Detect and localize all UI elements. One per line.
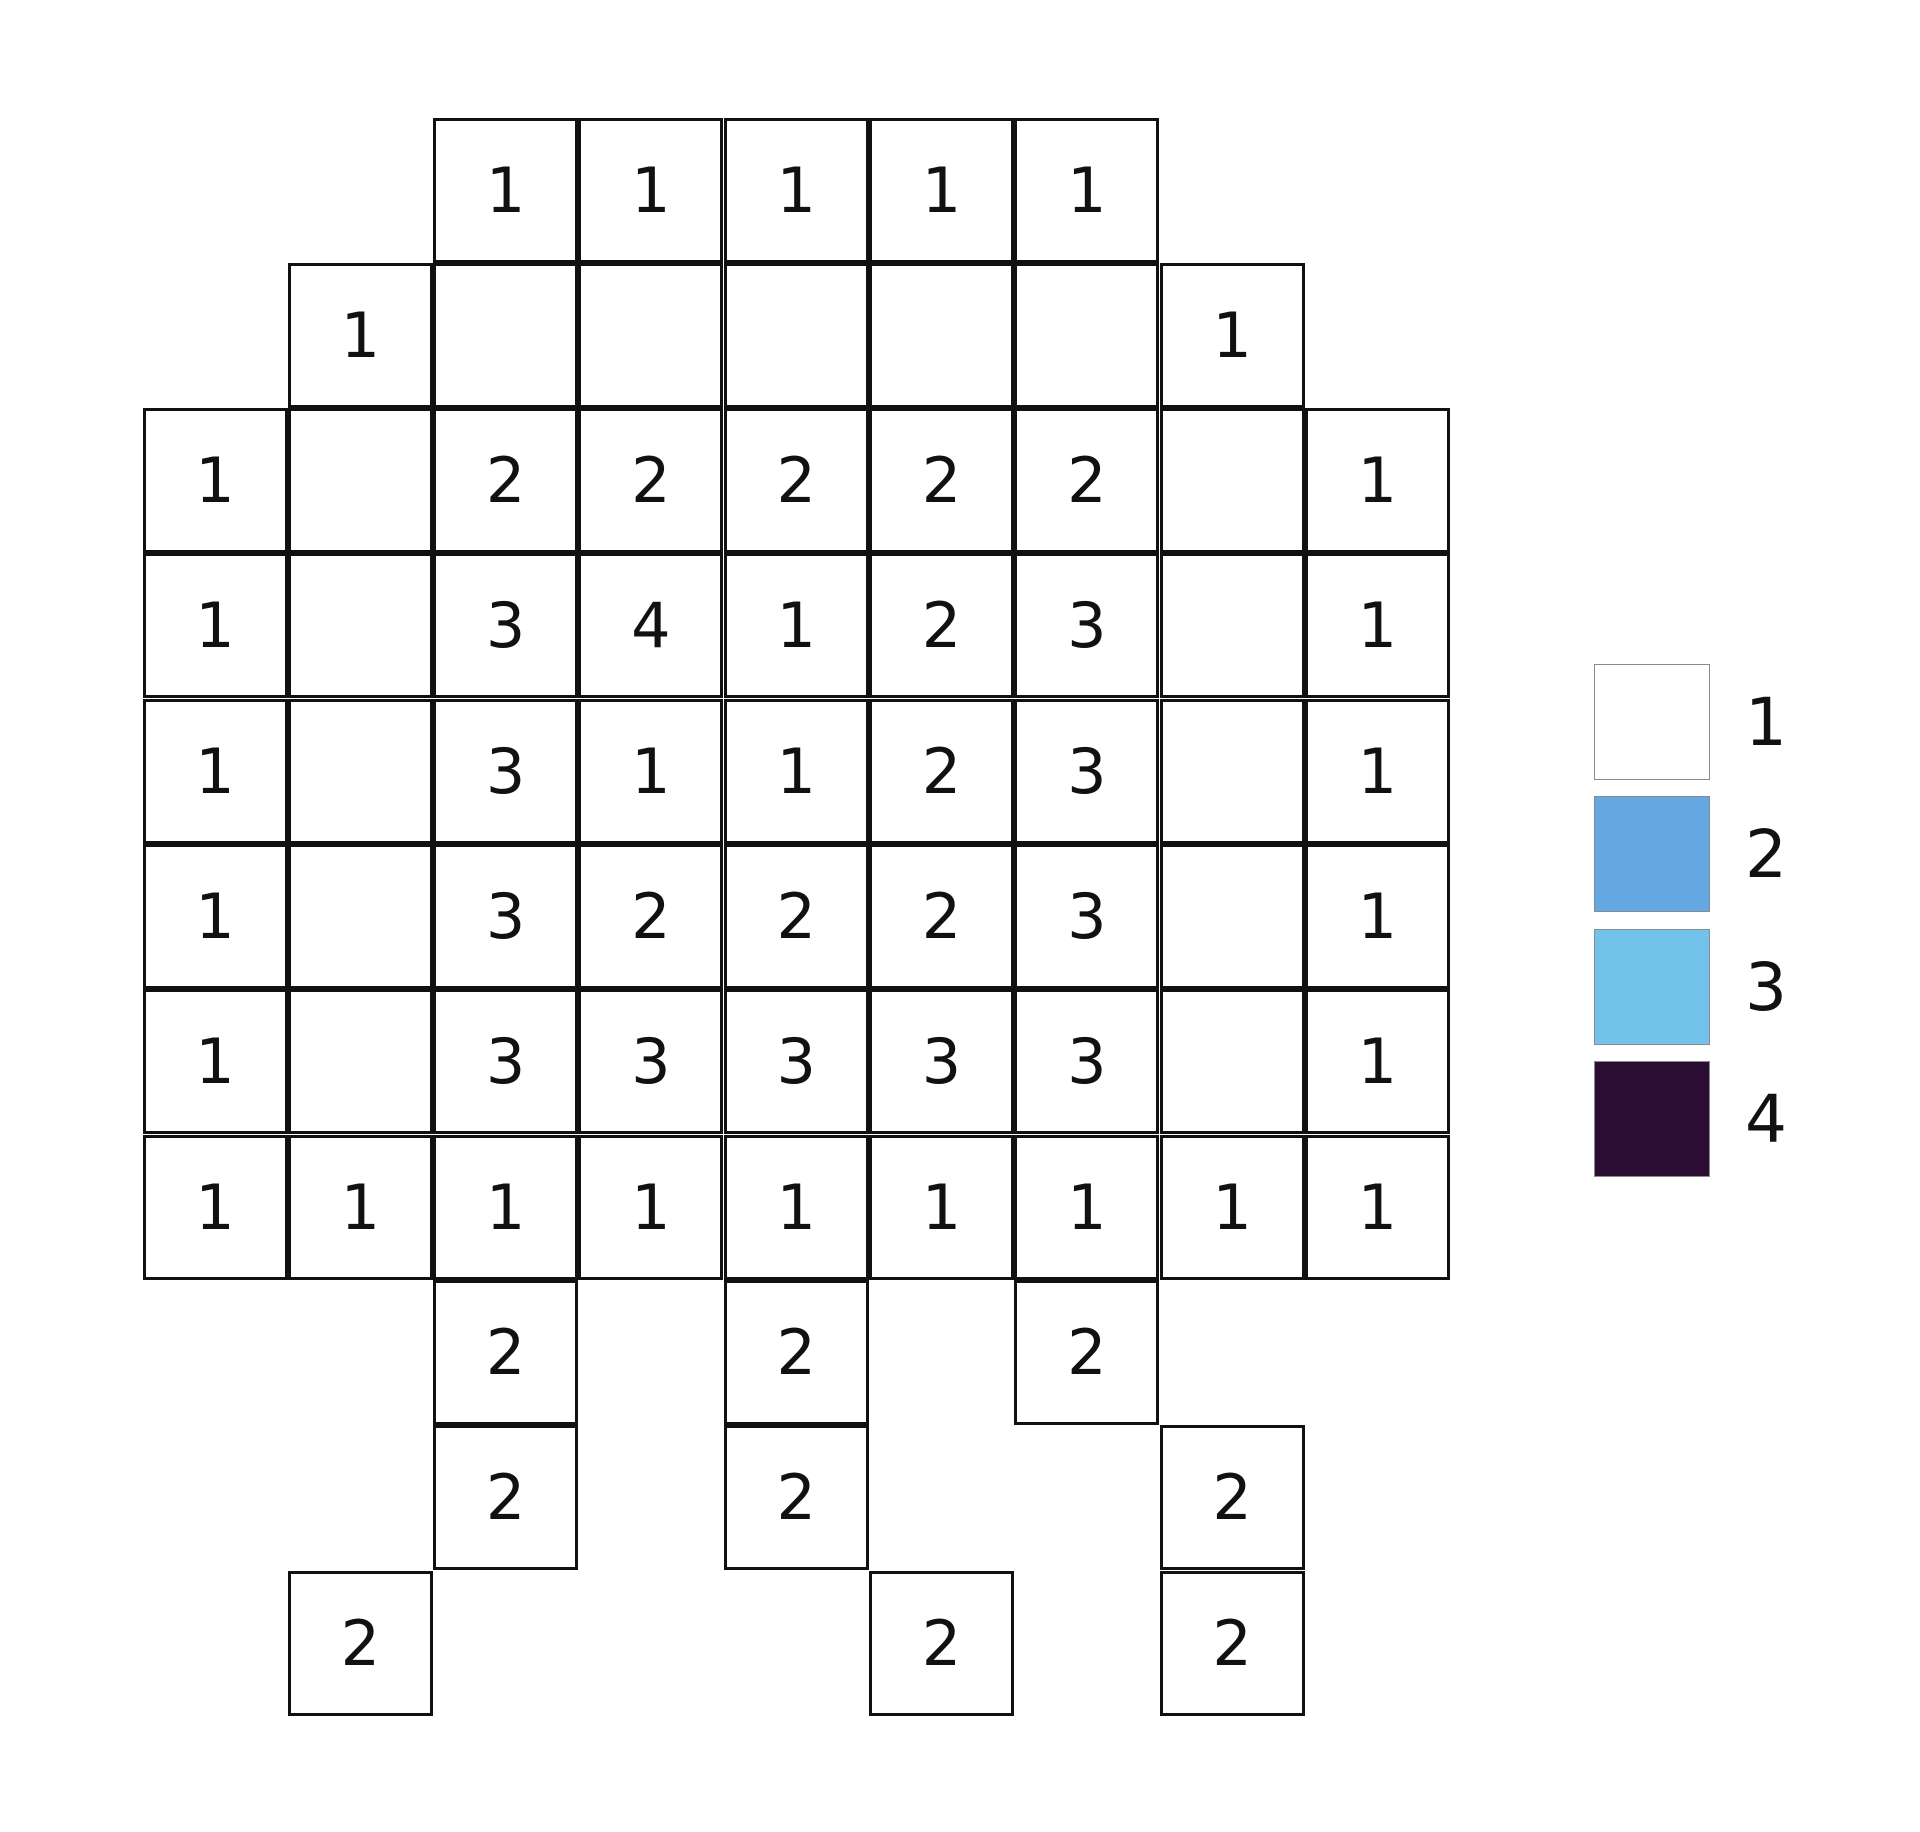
grid-cell[interactable]: 2 — [723, 1425, 869, 1571]
grid-cell[interactable]: 3 — [433, 698, 579, 844]
legend-swatch-4[interactable] — [1594, 1061, 1710, 1177]
grid-cell[interactable] — [1014, 262, 1160, 408]
grid-cell[interactable] — [723, 262, 869, 408]
grid-cell[interactable]: 2 — [869, 844, 1014, 989]
grid-cell[interactable]: 1 — [1304, 553, 1450, 699]
grid-cell[interactable]: 1 — [1159, 262, 1305, 408]
grid-cell[interactable]: 1 — [1304, 698, 1450, 844]
grid-cell[interactable]: 3 — [578, 989, 724, 1135]
grid-cell[interactable]: 2 — [723, 1279, 869, 1425]
grid-cell[interactable]: 4 — [578, 553, 724, 699]
grid-cell[interactable]: 2 — [869, 698, 1014, 844]
grid-cell[interactable]: 1 — [142, 989, 288, 1135]
grid-cell[interactable]: 2 — [869, 553, 1014, 699]
grid-cell[interactable] — [1159, 989, 1305, 1135]
grid-cell[interactable]: 1 — [723, 117, 869, 263]
grid-cell[interactable] — [1159, 408, 1305, 554]
grid-cell[interactable] — [287, 553, 433, 699]
grid-cell[interactable]: 3 — [1014, 698, 1160, 844]
grid-cell[interactable] — [287, 698, 433, 844]
grid-cell[interactable] — [433, 262, 579, 408]
grid-cell[interactable]: 3 — [1014, 844, 1160, 989]
grid-cell[interactable]: 1 — [1304, 989, 1450, 1135]
grid-cell[interactable] — [287, 989, 433, 1135]
grid-cell[interactable]: 1 — [287, 262, 433, 408]
grid-cell[interactable]: 1 — [723, 1134, 869, 1280]
grid-cell[interactable]: 3 — [723, 989, 869, 1135]
grid-cell[interactable]: 1 — [142, 553, 288, 699]
grid-cell[interactable]: 2 — [578, 408, 724, 554]
grid-cell[interactable]: 2 — [723, 844, 869, 989]
grid-cell[interactable]: 1 — [142, 408, 288, 554]
grid-cell[interactable]: 2 — [287, 1570, 433, 1716]
legend-swatch-1[interactable] — [1594, 664, 1710, 780]
grid-cell[interactable]: 1 — [578, 698, 724, 844]
grid-cell[interactable]: 3 — [433, 553, 579, 699]
grid-cell[interactable]: 1 — [1014, 117, 1160, 263]
grid-cell[interactable]: 2 — [433, 1425, 579, 1571]
grid-cell[interactable]: 2 — [1159, 1570, 1305, 1716]
grid-cell[interactable]: 1 — [1304, 844, 1450, 989]
grid-cell[interactable]: 2 — [869, 408, 1014, 554]
grid-cell[interactable]: 2 — [578, 844, 724, 989]
grid-cell[interactable]: 3 — [1014, 553, 1160, 699]
grid-cell[interactable] — [1159, 698, 1305, 844]
grid-cell[interactable]: 1 — [869, 1134, 1014, 1280]
grid-cell[interactable]: 1 — [287, 1134, 433, 1280]
grid-cell[interactable]: 2 — [723, 408, 869, 554]
grid-cell[interactable] — [1159, 553, 1305, 699]
grid-cell[interactable]: 3 — [433, 844, 579, 989]
grid-cell[interactable] — [287, 408, 433, 554]
grid-cell[interactable]: 1 — [433, 1134, 579, 1280]
legend-swatch-3[interactable] — [1594, 929, 1710, 1045]
legend-label-2: 2 — [1745, 815, 1787, 893]
grid-cell[interactable]: 2 — [433, 408, 579, 554]
grid-cell[interactable]: 1 — [1304, 408, 1450, 554]
grid-cell[interactable] — [1159, 844, 1305, 989]
grid-cell[interactable]: 1 — [869, 117, 1014, 263]
grid-cell[interactable]: 1 — [578, 1134, 724, 1280]
grid-cell[interactable] — [869, 262, 1014, 408]
grid-cell[interactable]: 3 — [433, 989, 579, 1135]
grid-cell[interactable]: 3 — [869, 989, 1014, 1135]
grid-cell[interactable]: 1 — [433, 117, 579, 263]
grid-cell[interactable]: 1 — [723, 698, 869, 844]
legend-swatch-2[interactable] — [1594, 796, 1710, 912]
grid-cell[interactable]: 1 — [142, 698, 288, 844]
grid-cell[interactable]: 1 — [142, 844, 288, 989]
grid-cell[interactable]: 1 — [723, 553, 869, 699]
legend-label-4: 4 — [1745, 1080, 1787, 1158]
grid-cell[interactable]: 2 — [869, 1570, 1014, 1716]
grid-cell[interactable]: 2 — [1014, 408, 1160, 554]
legend-label-1: 1 — [1745, 683, 1787, 761]
grid-cell[interactable]: 1 — [142, 1134, 288, 1280]
grid-cell[interactable]: 1 — [578, 117, 724, 263]
grid-cell[interactable] — [287, 844, 433, 989]
grid-cell[interactable]: 1 — [1159, 1134, 1305, 1280]
grid-cell[interactable]: 1 — [1304, 1134, 1450, 1280]
grid-cell[interactable]: 2 — [433, 1279, 579, 1425]
grid-cell[interactable] — [578, 262, 724, 408]
grid-cell[interactable]: 2 — [1014, 1279, 1160, 1425]
grid-cell[interactable]: 2 — [1159, 1425, 1305, 1571]
grid-cell[interactable]: 1 — [1014, 1134, 1160, 1280]
grid-cell[interactable]: 3 — [1014, 989, 1160, 1135]
legend-label-3: 3 — [1745, 948, 1787, 1026]
